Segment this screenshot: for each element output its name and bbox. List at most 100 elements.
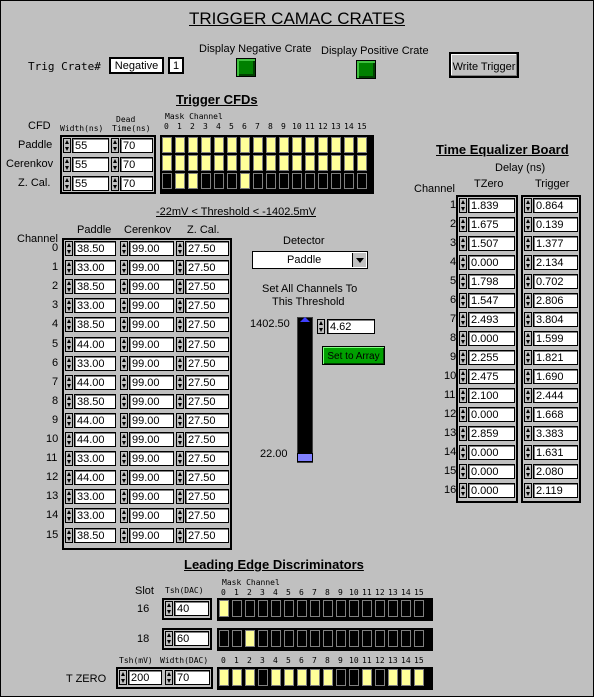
mask-cell[interactable] bbox=[414, 630, 424, 647]
mask-cell[interactable] bbox=[401, 600, 411, 617]
cerenkov-spinner[interactable] bbox=[120, 470, 128, 486]
mask-cell[interactable] bbox=[388, 630, 398, 647]
tzero-delay-spinner[interactable] bbox=[459, 331, 467, 346]
mask-cell[interactable] bbox=[336, 669, 346, 686]
mask-cell[interactable] bbox=[253, 137, 263, 153]
paddle-spinner[interactable] bbox=[65, 527, 73, 543]
paddle-spinner[interactable] bbox=[65, 393, 73, 409]
tzero-delay-input[interactable]: 1.839 bbox=[468, 198, 515, 213]
mask-cell[interactable] bbox=[310, 600, 320, 617]
led-tsh-input[interactable]: 60 bbox=[174, 631, 209, 646]
tzero-delay-input[interactable]: 2.859 bbox=[468, 426, 515, 441]
zcal-spinner[interactable] bbox=[176, 279, 184, 295]
cerenkov-spinner[interactable] bbox=[120, 451, 128, 467]
cerenkov-threshold-input[interactable]: 99.00 bbox=[129, 393, 174, 409]
tzero-delay-input[interactable]: 0.000 bbox=[468, 445, 515, 460]
cerenkov-threshold-input[interactable]: 99.00 bbox=[129, 451, 174, 467]
cfd-dead-spinner[interactable] bbox=[111, 176, 119, 191]
paddle-spinner[interactable] bbox=[65, 241, 73, 256]
mask-cell[interactable] bbox=[357, 173, 367, 189]
tzero-delay-input[interactable]: 0.000 bbox=[468, 483, 515, 498]
paddle-threshold-input[interactable]: 44.00 bbox=[74, 470, 116, 486]
mask-cell[interactable] bbox=[297, 600, 307, 617]
paddle-threshold-input[interactable]: 38.50 bbox=[74, 317, 116, 333]
mask-cell[interactable] bbox=[305, 173, 315, 189]
mask-cell[interactable] bbox=[266, 173, 276, 189]
mask-cell[interactable] bbox=[219, 630, 229, 647]
paddle-threshold-input[interactable]: 33.00 bbox=[74, 489, 116, 505]
cerenkov-spinner[interactable] bbox=[120, 260, 128, 276]
trigger-delay-input[interactable]: 0.702 bbox=[533, 274, 578, 289]
mask-cell[interactable] bbox=[214, 137, 224, 153]
zcal-spinner[interactable] bbox=[176, 527, 184, 543]
tzero-width-input[interactable]: 70 bbox=[174, 670, 210, 685]
mask-cell[interactable] bbox=[414, 669, 424, 686]
trigger-delay-input[interactable]: 0.864 bbox=[533, 198, 578, 213]
trigger-delay-input[interactable]: 1.599 bbox=[533, 331, 578, 346]
cerenkov-threshold-input[interactable]: 99.00 bbox=[129, 241, 174, 256]
trigger-delay-input[interactable]: 2.806 bbox=[533, 293, 578, 308]
mask-cell[interactable] bbox=[375, 600, 385, 617]
mask-cell[interactable] bbox=[162, 155, 172, 171]
cerenkov-threshold-input[interactable]: 99.00 bbox=[129, 527, 174, 543]
detector-select[interactable]: Paddle bbox=[252, 251, 368, 269]
mask-cell[interactable] bbox=[253, 155, 263, 171]
mask-cell[interactable] bbox=[344, 173, 354, 189]
mask-cell[interactable] bbox=[349, 630, 359, 647]
zcal-threshold-input[interactable]: 27.50 bbox=[185, 412, 229, 428]
trigger-delay-spinner[interactable] bbox=[524, 255, 532, 270]
zcal-threshold-input[interactable]: 27.50 bbox=[185, 279, 229, 295]
mask-cell[interactable] bbox=[310, 669, 320, 686]
trig-crate-select[interactable]: Negative bbox=[109, 57, 164, 74]
mask-cell[interactable] bbox=[362, 630, 372, 647]
tzero-delay-spinner[interactable] bbox=[459, 388, 467, 403]
zcal-spinner[interactable] bbox=[176, 355, 184, 371]
mask-cell[interactable] bbox=[323, 630, 333, 647]
mask-cell[interactable] bbox=[310, 630, 320, 647]
cerenkov-spinner[interactable] bbox=[120, 374, 128, 390]
mask-cell[interactable] bbox=[175, 137, 185, 153]
trigger-delay-spinner[interactable] bbox=[524, 388, 532, 403]
trigger-delay-input[interactable]: 2.134 bbox=[533, 255, 578, 270]
cfd-dead-input[interactable]: 70 bbox=[120, 157, 153, 172]
paddle-threshold-input[interactable]: 38.50 bbox=[74, 241, 116, 256]
mask-cell[interactable] bbox=[292, 137, 302, 153]
zcal-spinner[interactable] bbox=[176, 489, 184, 505]
mask-cell[interactable] bbox=[258, 600, 268, 617]
zcal-threshold-input[interactable]: 27.50 bbox=[185, 374, 229, 390]
tzero-delay-input[interactable]: 0.000 bbox=[468, 255, 515, 270]
mask-cell[interactable] bbox=[305, 155, 315, 171]
cerenkov-threshold-input[interactable]: 99.00 bbox=[129, 470, 174, 486]
led-tsh-spinner[interactable] bbox=[165, 631, 173, 646]
tzero-delay-spinner[interactable] bbox=[459, 217, 467, 232]
trigger-delay-input[interactable]: 3.804 bbox=[533, 312, 578, 327]
trigger-delay-spinner[interactable] bbox=[524, 217, 532, 232]
mask-cell[interactable] bbox=[344, 155, 354, 171]
mask-cell[interactable] bbox=[414, 600, 424, 617]
zcal-threshold-input[interactable]: 27.50 bbox=[185, 355, 229, 371]
led-tsh-input[interactable]: 40 bbox=[174, 601, 209, 616]
paddle-threshold-input[interactable]: 44.00 bbox=[74, 432, 116, 447]
mask-cell[interactable] bbox=[227, 155, 237, 171]
tzero-delay-input[interactable]: 2.475 bbox=[468, 369, 515, 384]
zcal-spinner[interactable] bbox=[176, 298, 184, 314]
paddle-spinner[interactable] bbox=[65, 336, 73, 352]
zcal-threshold-input[interactable]: 27.50 bbox=[185, 451, 229, 467]
cfd-width-spinner[interactable] bbox=[63, 138, 71, 153]
trigger-delay-spinner[interactable] bbox=[524, 369, 532, 384]
mask-cell[interactable] bbox=[266, 137, 276, 153]
trigger-delay-input[interactable]: 2.119 bbox=[533, 483, 578, 498]
tzero-delay-spinner[interactable] bbox=[459, 445, 467, 460]
paddle-threshold-input[interactable]: 33.00 bbox=[74, 451, 116, 467]
mask-cell[interactable] bbox=[349, 669, 359, 686]
paddle-threshold-input[interactable]: 38.50 bbox=[74, 393, 116, 409]
paddle-threshold-input[interactable]: 33.00 bbox=[74, 298, 116, 314]
tzero-tsh-input[interactable]: 200 bbox=[128, 670, 162, 685]
tzero-delay-spinner[interactable] bbox=[459, 483, 467, 498]
tzero-delay-input[interactable]: 1.507 bbox=[468, 236, 515, 251]
tzero-delay-spinner[interactable] bbox=[459, 255, 467, 270]
mask-cell[interactable] bbox=[271, 600, 281, 617]
mask-cell[interactable] bbox=[349, 600, 359, 617]
zcal-threshold-input[interactable]: 27.50 bbox=[185, 489, 229, 505]
mask-cell[interactable] bbox=[227, 137, 237, 153]
